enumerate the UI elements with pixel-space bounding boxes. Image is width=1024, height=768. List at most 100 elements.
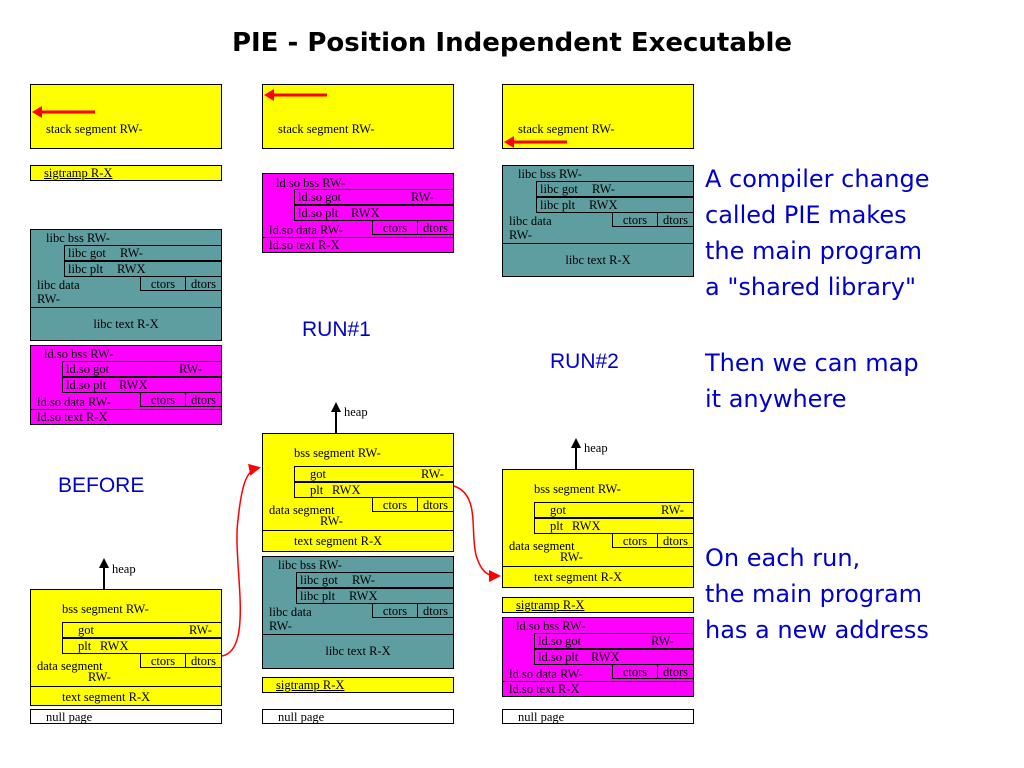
data-segment-perm: RW- — [320, 514, 343, 528]
ldso-got-label: ld.so got — [66, 362, 110, 376]
libc-got-perm: RW- — [592, 182, 615, 196]
libc-text-label: libc text R-X — [325, 644, 391, 658]
libc-bss-label: libc bss RW- — [278, 558, 342, 572]
ctors-label: ctors — [622, 534, 648, 548]
stack-segment-label: stack segment RW- — [278, 122, 375, 136]
libc-got-segment: libc got RW- — [64, 245, 222, 261]
libc-dtors: dtors — [417, 603, 454, 618]
program-dtors: dtors — [417, 497, 454, 512]
text-segment-label: text segment R-X — [62, 690, 151, 704]
ctors-label: ctors — [622, 665, 648, 679]
dtors-label: dtors — [191, 654, 216, 668]
program-dtors: dtors — [185, 653, 222, 668]
ctors-label: ctors — [382, 221, 408, 235]
libc-text-label: libc text R-X — [565, 253, 631, 267]
plt-label: plt — [550, 519, 564, 533]
libc-got-perm: RW- — [352, 573, 375, 587]
libc-got-perm: RW- — [120, 246, 143, 260]
ldso-plt-segment: ld.so plt RWX — [62, 377, 222, 393]
ldso-got-segment: ld.so got RW- — [62, 361, 222, 377]
run2-label: RUN#2 — [550, 350, 619, 373]
ldso-plt-perm: RWX — [351, 206, 380, 220]
libc-data-label: libc data — [269, 605, 312, 619]
ldso-got-segment: ld.so got RW- — [294, 189, 454, 205]
data-segment-label: data segment — [37, 659, 103, 673]
ldso-bss-label: ld.so bss RW- — [276, 176, 346, 190]
libc-plt-label: libc plt — [68, 262, 104, 276]
sigtramp-segment: sigtramp R-X — [502, 597, 694, 613]
dtors-label: dtors — [423, 221, 448, 235]
ctors-label: ctors — [622, 213, 648, 227]
plt-label: plt — [78, 639, 92, 653]
stack-growth-arrow — [264, 89, 327, 101]
ldso-plt-segment: ld.so plt RWX — [294, 205, 454, 221]
program-group: bss segment RW- got RW- plt RWX data seg… — [30, 589, 222, 706]
ldso-bss-label: ld.so bss RW- — [44, 347, 114, 361]
libc-plt-label: libc plt — [300, 589, 336, 603]
libc-dtors: dtors — [185, 276, 222, 291]
libc-group: libc bss RW- libc got RW- libc plt RWX l… — [502, 165, 694, 277]
got-perm: RW- — [421, 467, 444, 481]
slide-title: PIE - Position Independent Executable — [231, 28, 793, 58]
ldso-plt-perm: RWX — [119, 378, 148, 392]
libc-data-perm: RW- — [509, 228, 532, 242]
program-group: bss segment RW- got RW- plt RWX data seg… — [502, 469, 694, 588]
relocation-arrow-run1 — [221, 463, 261, 657]
ldso-got-perm: RW- — [411, 190, 434, 204]
data-segment-label: data segment — [269, 503, 335, 517]
got-segment: got RW- — [294, 466, 454, 482]
libc-group: libc bss RW- libc got RW- libc plt RWX l… — [30, 229, 222, 341]
plt-perm: RWX — [572, 519, 601, 533]
null-page-label: null page — [278, 710, 325, 724]
got-perm: RW- — [189, 623, 212, 637]
libc-plt-segment: libc plt RWX — [64, 261, 222, 277]
libc-group: libc bss RW- libc got RW- libc plt RWX l… — [262, 556, 454, 669]
note-pie-intro: A compiler change called PIE makes the m… — [705, 165, 930, 301]
data-segment-perm: RW- — [88, 670, 111, 684]
dtors-label: dtors — [663, 534, 688, 548]
text-segment: text segment R-X — [502, 566, 694, 588]
libc-data-perm: RW- — [269, 619, 292, 633]
plt-perm: RWX — [100, 639, 129, 653]
data-segment-perm: RW- — [560, 550, 583, 564]
bss-segment-label: bss segment RW- — [294, 446, 381, 460]
null-page-label: null page — [46, 710, 93, 724]
ldso-got-label: ld.so got — [538, 634, 582, 648]
plt-perm: RWX — [332, 483, 361, 497]
ldso-dtors: dtors — [657, 664, 694, 679]
ldso-ctors: ctors — [140, 392, 186, 407]
libc-got-segment: libc got RW- — [536, 181, 694, 197]
text-segment: text segment R-X — [262, 530, 454, 552]
ldso-data-label: ld.so data RW- — [509, 667, 583, 681]
got-segment: got RW- — [62, 622, 222, 638]
libc-ctors: ctors — [372, 603, 418, 618]
stack-growth-arrow — [32, 106, 95, 118]
ldso-text-segment: ld.so text R-X — [262, 237, 454, 253]
heap-label: heap — [112, 562, 136, 576]
ldso-plt-segment: ld.so plt RWX — [534, 649, 694, 665]
ldso-plt-perm: RWX — [591, 650, 620, 664]
stack-segment-label: stack segment RW- — [518, 122, 615, 136]
got-segment: got RW- — [534, 502, 694, 518]
ctors-label: ctors — [150, 277, 176, 291]
got-label: got — [550, 503, 566, 517]
run1-label: RUN#1 — [302, 318, 371, 341]
libc-data-label: libc data — [37, 278, 80, 292]
null-page: null page — [502, 709, 694, 724]
data-segment-label: data segment — [509, 539, 575, 553]
heap-arrow — [571, 438, 581, 469]
dtors-label: dtors — [663, 213, 688, 227]
libc-plt-perm: RWX — [589, 198, 618, 212]
ldso-bss-label: ld.so bss RW- — [516, 619, 586, 633]
ctors-label: ctors — [382, 498, 408, 512]
ldso-text-label: ld.so text R-X — [37, 410, 108, 424]
libc-data-perm: RW- — [37, 292, 60, 306]
stack-segment: stack segment RW- — [30, 84, 222, 149]
text-segment-label: text segment R-X — [294, 534, 383, 548]
ldso-ctors: ctors — [372, 220, 418, 235]
dtors-label: dtors — [663, 665, 688, 679]
libc-plt-segment: libc plt RWX — [296, 588, 454, 604]
ldso-group: ld.so bss RW- ld.so got RW- ld.so plt RW… — [262, 173, 454, 253]
ldso-data-label: ld.so data RW- — [37, 395, 111, 409]
ctors-label: ctors — [150, 654, 176, 668]
